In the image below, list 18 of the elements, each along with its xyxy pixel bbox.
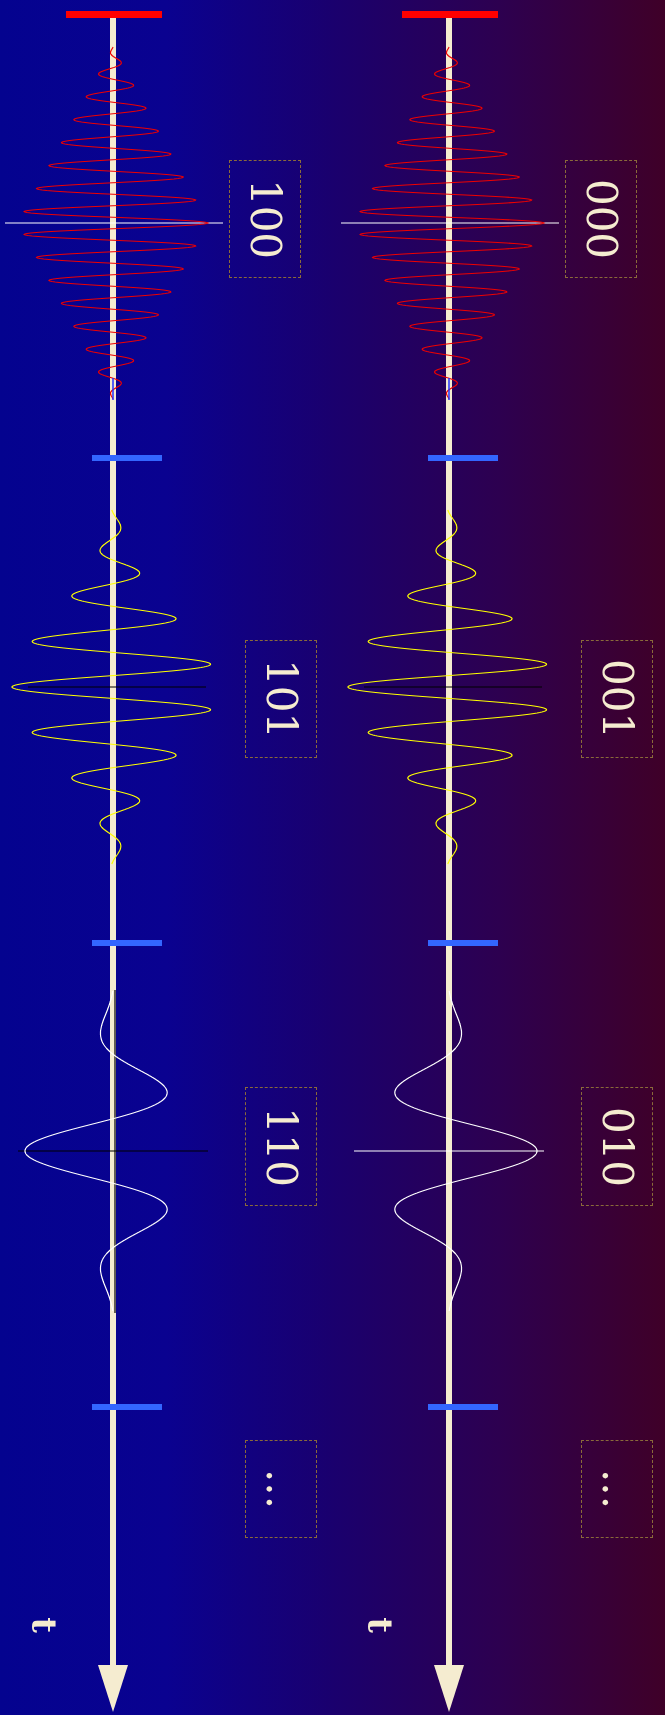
state-code: 110 — [260, 1106, 302, 1187]
state-code: 101 — [260, 658, 302, 740]
state-code: 010 — [596, 1106, 638, 1187]
label-box — [581, 640, 653, 758]
label-box — [245, 1087, 317, 1206]
label-box — [581, 1440, 653, 1538]
state-code: 001 — [596, 658, 638, 740]
label-box — [581, 1087, 653, 1206]
label-box — [229, 160, 301, 278]
state-code: ... — [596, 1468, 638, 1510]
label-box — [245, 1440, 317, 1538]
state-code: 100 — [244, 178, 286, 260]
state-code: 000 — [580, 178, 622, 260]
axis-label: t — [26, 1617, 61, 1633]
axis-label: t — [362, 1617, 397, 1633]
label-box — [565, 160, 637, 278]
label-box — [245, 640, 317, 758]
state-code: ... — [260, 1468, 302, 1510]
